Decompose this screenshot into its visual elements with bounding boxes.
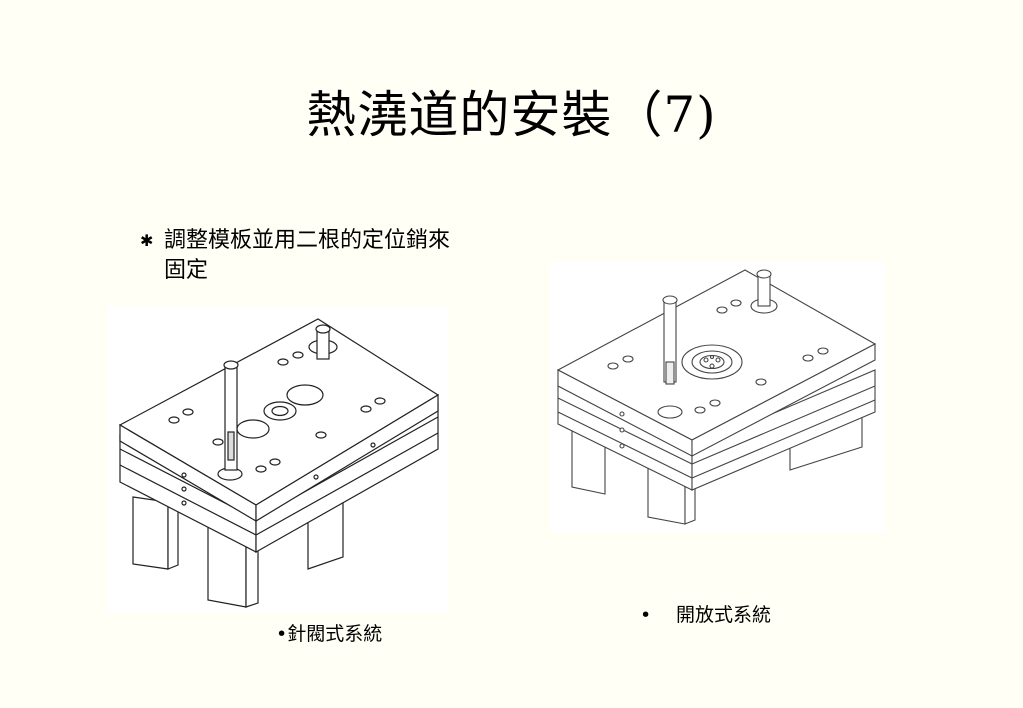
slide-title: 熱澆道的安裝（7) xyxy=(306,86,717,144)
caption-text: 針閥式系統 xyxy=(287,623,383,645)
mold-base-open-system-drawing xyxy=(550,262,885,532)
mold-base-needle-valve-drawing xyxy=(108,307,448,612)
bullet-text: 調整模板並用二根的定位銷來固定 xyxy=(164,228,451,283)
caption-text: 開放式系統 xyxy=(676,604,772,626)
caption-needle-valve: •針閥式系統 xyxy=(276,622,382,646)
caption-open-system: • 開放式系統 xyxy=(640,603,771,627)
caption-bullet: • xyxy=(276,623,288,645)
caption-bullet: • xyxy=(640,604,652,626)
bullet-marker: ✱ xyxy=(140,231,154,250)
